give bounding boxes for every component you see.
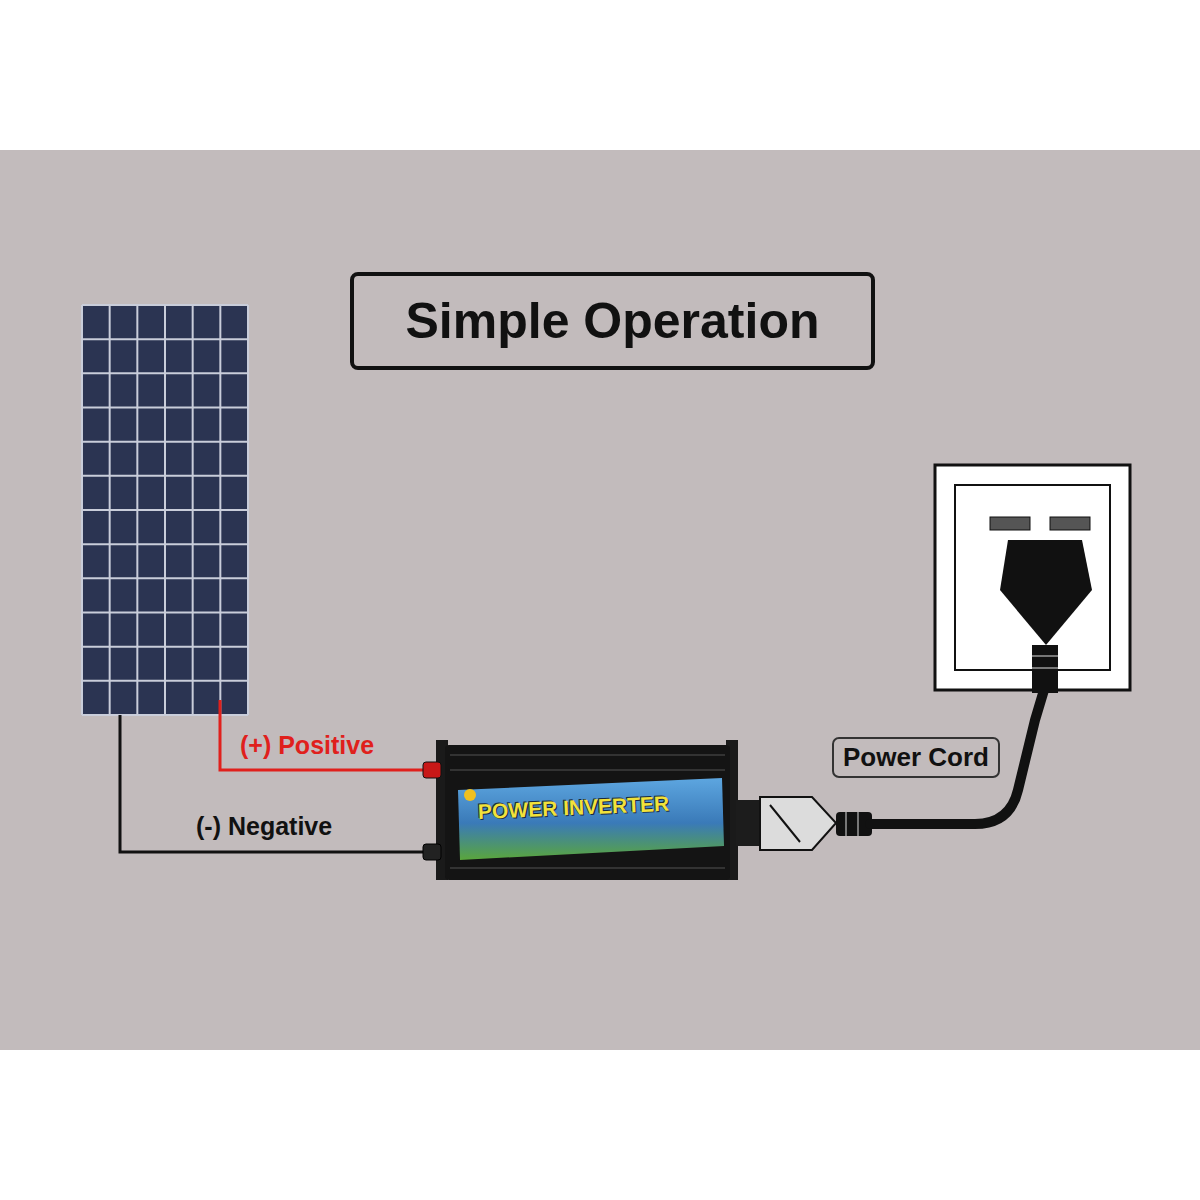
wire-label: (+) Positive: [240, 731, 374, 760]
panel-grid-line: [82, 475, 248, 477]
cord-plug: [760, 797, 836, 850]
inverter-fin: [450, 754, 725, 756]
socket-slot: [1050, 517, 1090, 530]
inverter-body: [445, 745, 730, 880]
wall-socket-plate: [935, 465, 1130, 690]
panel-grid-line: [82, 407, 248, 409]
wall-plug-strain-relief: [1032, 655, 1058, 657]
callout-text: Power Cord: [843, 742, 989, 773]
plug-detail: [770, 805, 800, 842]
socket-slot: [990, 517, 1030, 530]
wall-plug: [1000, 540, 1092, 645]
solar-panel: [82, 305, 248, 715]
wire-label: (-) Negative: [196, 812, 332, 841]
positive-wire: [220, 700, 425, 770]
inverter-fin: [450, 769, 725, 771]
panel-grid: [82, 305, 248, 715]
panel-grid-line: [82, 509, 248, 511]
wall-plug-strain-relief: [1032, 645, 1058, 693]
ac-output-socket: [736, 800, 760, 846]
panel-grid-line: [82, 714, 248, 716]
panel-grid-line: [82, 577, 248, 579]
wall-socket-face: [955, 485, 1110, 670]
title-box: Simple Operation: [350, 272, 875, 370]
panel-grid-line: [82, 680, 248, 682]
panel-grid-line: [82, 441, 248, 443]
panel-grid-line: [82, 372, 248, 374]
negative-wire: [120, 715, 425, 852]
wall-plug-strain-relief: [1032, 667, 1058, 669]
inverter-fin: [450, 867, 725, 869]
panel-grid-line: [82, 338, 248, 340]
negative-terminal: [423, 844, 441, 860]
positive-terminal: [423, 762, 441, 778]
inverter-logo: [464, 789, 476, 801]
panel-grid-line: [82, 304, 248, 306]
background-band: [0, 150, 1200, 1050]
panel-grid-line: [82, 646, 248, 648]
cord-strain-relief: [857, 812, 859, 836]
panel-grid-line: [82, 612, 248, 614]
inverter-label-panel: [458, 778, 724, 860]
callout-box: Power Cord: [832, 737, 1000, 778]
panel-grid-line: [82, 543, 248, 545]
cord-strain-relief: [845, 812, 847, 836]
